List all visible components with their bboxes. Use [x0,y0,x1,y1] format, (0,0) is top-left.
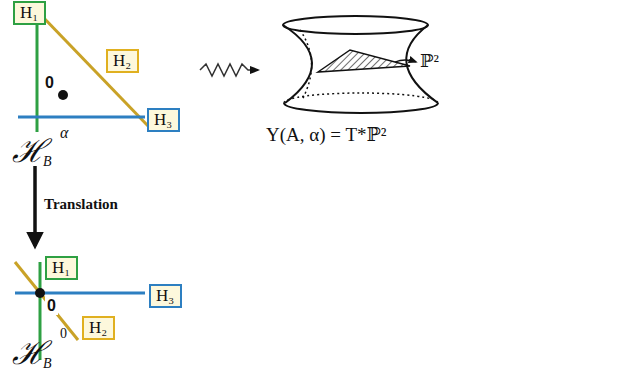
hyperplane-label: H₁ [45,256,78,280]
superscript: α [60,124,68,142]
hyperplane-h3 [15,292,145,295]
hyperplane-name: H₃ [154,111,172,129]
hyperplane-name: H₁ [20,4,38,22]
hyperplane-name: H₁ [52,259,70,277]
hyperplane-name: H₂ [89,319,107,337]
origin-dot [35,288,45,298]
arrow-label: Translation [44,196,118,213]
arrangement-symbol: ℋ [12,134,46,168]
hyperplane-h3 [18,116,145,119]
superscript: 0 [60,326,67,342]
hyperplane-h2 [40,14,150,128]
squiggle-arrow [200,64,258,76]
hyperplane-h1 [36,12,39,132]
translation-arrow [33,166,37,246]
hyperplane-name: H₂ [113,52,131,70]
subscript: B [43,356,52,372]
hyperplane-name: H₃ [156,287,174,305]
hyperboloid [283,16,438,113]
hyperplane-label: H₂ [82,316,115,340]
hyperplane-label: H₂ [106,49,139,73]
origin-label: 0 [45,297,58,315]
hyperplane-label: H₁ [13,1,46,25]
hyperplane-label: H₃ [149,284,182,308]
hyperplane-label: H₃ [147,108,180,132]
space-label: ℙ² [420,51,439,71]
subscript: B [43,154,52,170]
arrangement-symbol: ℋ [12,336,46,370]
origin-dot [58,90,68,100]
variety-label: Y(A, α) = T*ℙ² [266,124,387,145]
origin-label: 0 [45,74,54,92]
